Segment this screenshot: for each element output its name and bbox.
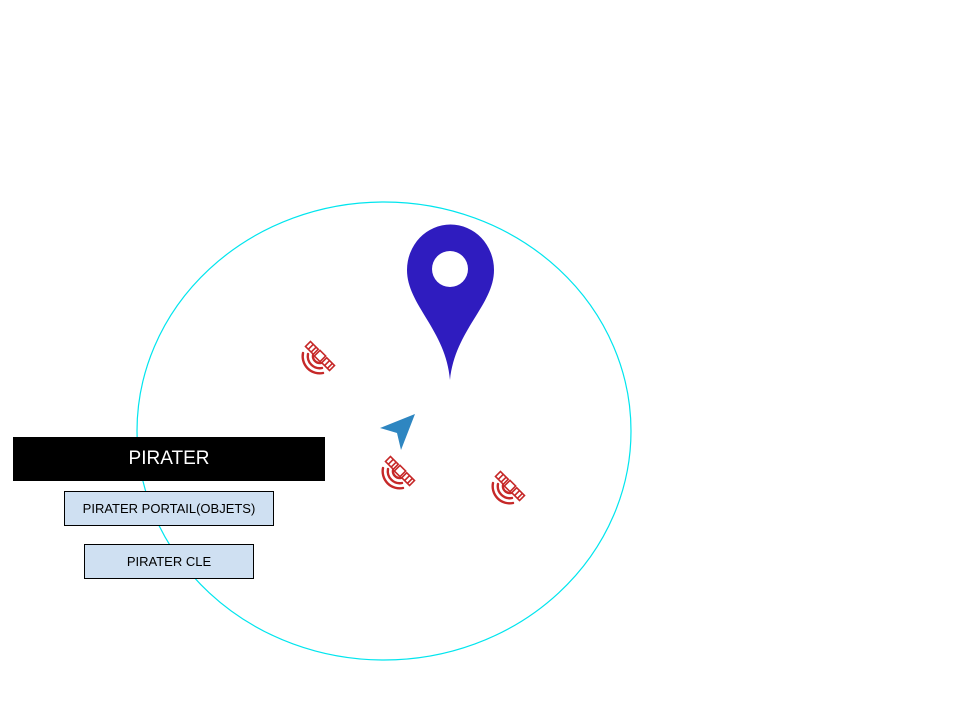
navigation-arrow-icon [380,414,415,450]
satellite-icon[interactable] [381,455,416,490]
hack-key-button[interactable]: PIRATER CLE [84,544,254,579]
hack-portal-button[interactable]: PIRATER PORTAIL(OBJETS) [64,491,274,526]
range-circle [136,201,632,661]
satellite-icon[interactable] [491,470,526,505]
hack-panel-title: PIRATER [13,437,325,481]
map-pin-icon[interactable] [407,224,494,380]
satellite-icon[interactable] [301,340,336,375]
